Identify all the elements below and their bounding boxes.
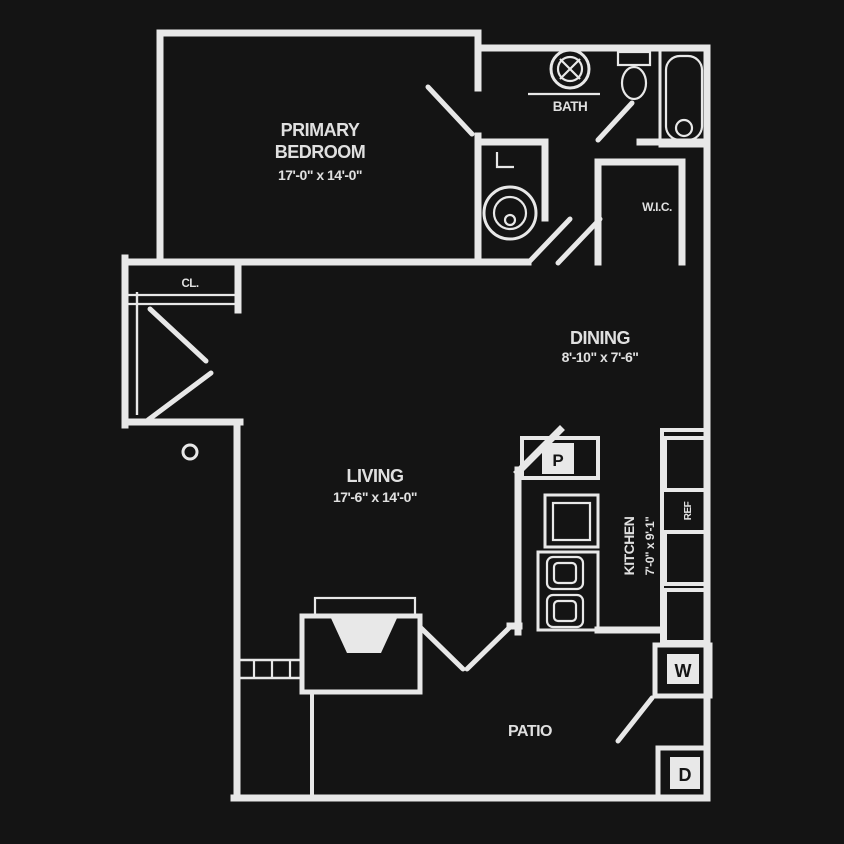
entry-column-dot (181, 443, 199, 461)
vanity-sink-inner (492, 195, 528, 231)
bath-label: BATH (553, 99, 588, 114)
kitchen-fixtures: P REF (520, 436, 709, 644)
patio-door-left-leaf (417, 624, 466, 672)
bedroom-label-line2: BEDROOM (275, 142, 366, 162)
bath-fixtures (528, 48, 709, 148)
bath-sink-inner (556, 55, 584, 83)
vanity-shelf-mark (495, 152, 514, 169)
dining-label: DINING (570, 328, 630, 348)
wall-top (156, 29, 711, 52)
lower-cabinet (663, 588, 709, 644)
bathtub-icon (658, 48, 709, 148)
toilet-tank-icon (616, 50, 652, 67)
kitchen-dimensions: 7'-0" x 9'-1" (643, 517, 657, 576)
entry-door-swing (145, 370, 214, 423)
burner-1-inner (552, 561, 578, 585)
bath-door-swing (595, 100, 635, 143)
washer-icon (667, 654, 699, 684)
toilet-bowl-icon (620, 65, 648, 101)
pantry-label: P (552, 451, 563, 470)
bathtub-inner (664, 54, 704, 142)
bath-sink-icon (549, 48, 591, 90)
exterior-walls (156, 29, 711, 802)
dryer-icon (670, 757, 700, 789)
pantry-box (542, 443, 574, 474)
fireplace (299, 596, 423, 695)
dryer-closet (655, 745, 711, 801)
patio-label: PATIO (508, 723, 552, 740)
burner-1 (545, 555, 585, 591)
living-dimensions: 17'-6" x 14'-0" (333, 489, 417, 505)
burner-2-inner (552, 599, 578, 623)
closet-door-swing (147, 306, 209, 364)
hall-door-swing-2 (555, 216, 603, 266)
patio-door-right-leaf (464, 624, 513, 672)
living-label: LIVING (346, 466, 403, 486)
hall-door-swing-1 (525, 216, 573, 266)
bathtub-drain (674, 118, 694, 138)
range-icon (536, 550, 600, 632)
vanity-nook (482, 152, 538, 241)
refrigerator-label: REF (683, 501, 694, 520)
kitchen-sink-icon (543, 493, 600, 549)
closet-label: CL. (181, 278, 198, 290)
kitchen-sink-inner (551, 501, 592, 542)
door-swings (145, 84, 655, 744)
vanity-sink-drain (503, 213, 517, 227)
laundry-stack: W D (652, 642, 713, 801)
refrigerator-icon (663, 530, 709, 586)
dryer-label: D (679, 765, 692, 785)
washer-label: W (675, 661, 692, 681)
wic-label: W.I.C. (642, 200, 672, 214)
washer-closet (652, 642, 713, 699)
bedroom-door-swing (425, 84, 475, 137)
vanity-sink-icon (482, 185, 538, 241)
bedroom-dimensions: 17'-0" x 14'-0" (278, 167, 362, 183)
entry-closet (128, 293, 236, 306)
wall-wic-top-right (594, 158, 686, 266)
interior-walls (121, 29, 711, 800)
burner-2 (545, 593, 585, 629)
laundry-door-swing (615, 695, 655, 744)
window-ticks (252, 660, 292, 678)
fireplace-firebox (330, 616, 398, 653)
pantry-cabinet (520, 436, 600, 480)
kitchen-label: KITCHEN (621, 516, 637, 575)
bath-sink-faucet-cross (559, 58, 581, 80)
room-labels: PRIMARY BEDROOM 17'-0" x 14'-0" BATH W.I… (181, 99, 672, 740)
upper-cabinet (663, 436, 709, 492)
dining-dimensions: 8'-10" x 7'-6" (562, 349, 639, 365)
closet-shelf-lines (128, 293, 236, 306)
bedroom-label-line1: PRIMARY (281, 120, 360, 140)
